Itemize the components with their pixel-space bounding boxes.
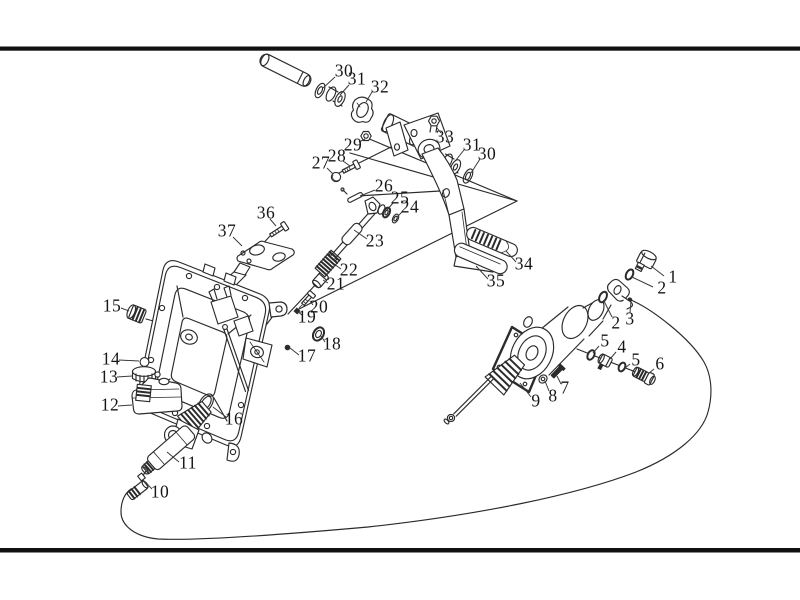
part-number-label: 23 [365,230,385,251]
bushing-31-left [324,85,347,108]
part-number-label: 11 [179,452,197,473]
part-number-label: 12 [100,394,120,415]
reservoir-boss [159,378,169,384]
part-number-label: 2 [611,312,621,333]
part-number-label: 2 [657,277,667,298]
part-number-label: 5 [631,349,641,370]
banjo-fitting-3 [608,279,634,309]
reservoir-neck [136,384,152,401]
bolt-7 [550,363,566,379]
pedal-pad-34 [465,225,520,258]
hydraulic-hose [121,300,711,539]
part-number-label: 26 [374,175,394,196]
bolt-36 [268,221,289,239]
mounting-panel [137,261,287,462]
part-number-label: 3 [625,308,635,329]
valve-4 [597,353,613,371]
support-bracket-37 [234,241,294,275]
part-number-label: 18 [322,333,342,354]
part-number-label: 30 [334,60,354,81]
part-number-label: 20 [309,296,329,317]
slave-boot [485,351,529,395]
pivot-pin [258,52,313,88]
part-number-label: 31 [347,68,367,89]
elbow-fitting-1 [633,248,658,275]
part-number-label: 24 [400,196,420,217]
washer-2-lower [597,290,608,303]
shaft-clamp-32 [351,97,373,122]
oring-5-right [617,362,627,373]
part-number-label: 8 [548,385,558,406]
part-number-label: 17 [297,345,317,366]
slave-cylinder-9 [443,297,611,425]
slave-pushrod [443,376,494,425]
part-number-label: 28 [327,145,347,166]
part-number-label: 16 [224,408,244,429]
washer-2-upper [624,268,635,281]
part-number-label: 7 [560,377,570,398]
washer-30-left [313,82,327,99]
master-cylinder-11 [138,398,214,478]
part-number-label: 34 [514,253,534,274]
part-number-label: 4 [617,336,627,357]
washer-24 [391,213,400,224]
pedal-pad-35 [452,241,509,276]
plug-6 [631,365,657,386]
nut-33 [429,116,440,132]
part-number-label: 30 [477,143,497,164]
oring-5-left [586,349,596,361]
part-number-label: 22 [339,259,359,280]
part-number-label: 36 [256,202,276,223]
panel-inner-brackets [179,286,272,367]
part-number-label: 10 [150,481,170,502]
part-number-label: 25 [390,187,410,208]
pinch-bolt-28 [341,160,361,176]
fitting-10 [127,471,150,500]
grommet-14 [140,358,149,367]
part-number-label: 31 [462,134,482,155]
part-number-label: 14 [101,348,121,369]
bottom-rule [0,548,800,553]
part-number-label: 6 [655,353,665,374]
rivet-17 [284,344,291,351]
frame-rules [0,46,800,553]
part-number-label: 27 [311,152,331,173]
part-number-label: 19 [297,306,317,327]
part-number-label: 21 [326,273,346,294]
part-number-label: 33 [435,126,455,147]
bolt-20 [300,290,316,307]
part-number-label: 13 [99,366,119,387]
clevis-pin-26 [341,188,363,203]
panel-pushrod [223,325,249,392]
part-number-label: 5 [600,330,610,351]
cap-27 [331,172,340,181]
part-number-label: 1 [668,266,678,287]
reservoir-12 [132,378,182,414]
panel-ear-tabs [203,264,287,461]
part-number-label: 37 [217,220,237,241]
nut-29 [361,132,371,141]
part-number-label: 32 [370,76,390,97]
part-number-label: 35 [486,270,506,291]
plug-15 [125,304,146,324]
part-number-label: 15 [102,295,122,316]
part-number-label: 9 [531,390,541,411]
top-rule [0,46,800,51]
part-number-label: 29 [343,134,363,155]
